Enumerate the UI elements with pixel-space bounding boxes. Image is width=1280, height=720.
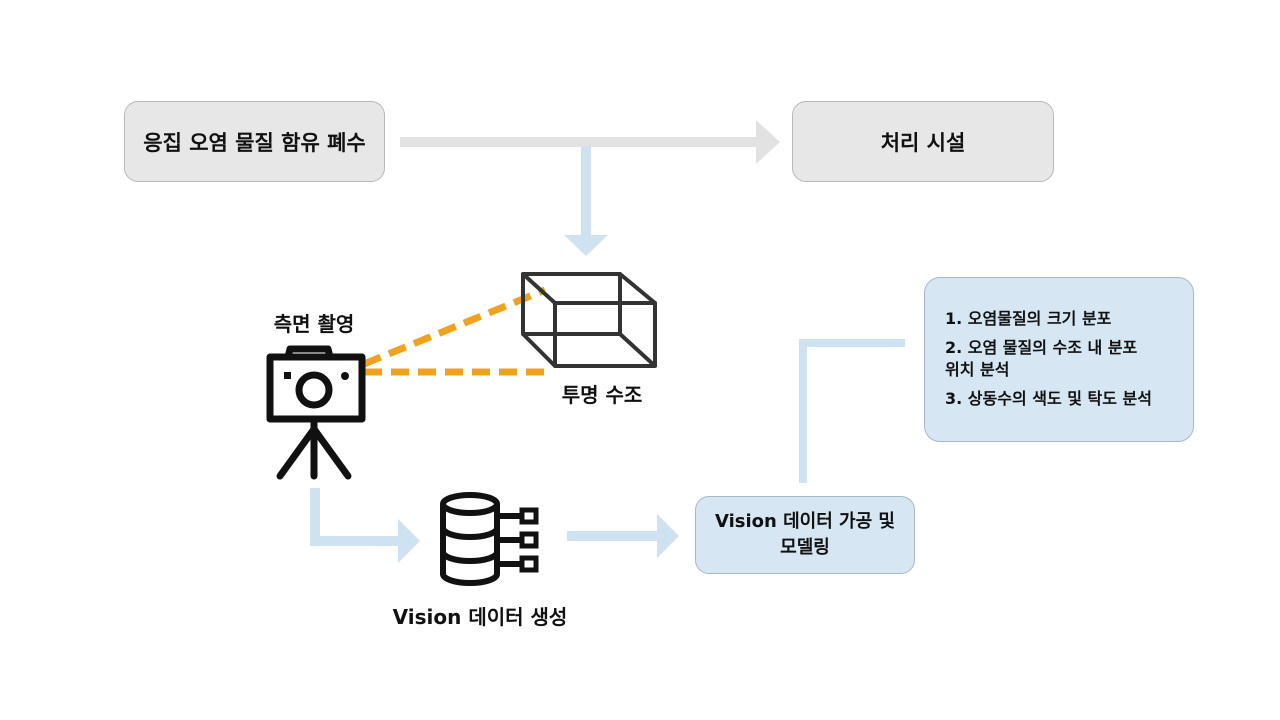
camera-tripod-icon: [266, 345, 366, 480]
node-wastewater-label: 응집 오염 물질 함유 폐수: [143, 130, 366, 155]
database-icon: [440, 492, 539, 586]
results-box: 1. 오염물질의 크기 분포 2. 오염 물질의 수조 내 분포 위치 분석 3…: [924, 277, 1194, 442]
result-item: 1. 오염물질의 크기 분포: [945, 309, 1112, 328]
arrow-to-dataset: [310, 488, 420, 563]
camera-label: 측면 촬영: [273, 312, 355, 336]
node-modeling: Vision 데이터 가공 및 모델링: [695, 496, 915, 574]
arrow-to-facility: [400, 120, 780, 164]
results-list: 1. 오염물질의 크기 분포 2. 오염 물질의 수조 내 분포 위치 분석 3…: [945, 308, 1179, 410]
arrow-to-tank: [564, 146, 608, 256]
node-wastewater: 응집 오염 물질 함유 폐수: [124, 101, 385, 182]
transparent-tank-icon: [521, 272, 657, 368]
result-item: 3. 상동수의 색도 및 탁도 분석: [945, 389, 1152, 408]
node-facility: 처리 시설: [792, 101, 1054, 182]
connector-to-results: [799, 339, 905, 483]
dataset-label: Vision 데이터 생성: [392, 605, 568, 629]
node-facility-label: 처리 시설: [880, 130, 966, 155]
tank-label: 투명 수조: [561, 383, 643, 407]
result-item: 2. 오염 물질의 수조 내 분포 위치 분석: [945, 338, 1138, 379]
camera-sight-lines: [362, 286, 552, 376]
node-modeling-label: Vision 데이터 가공 및 모델링: [714, 511, 895, 558]
arrow-to-modeling: [567, 514, 679, 558]
